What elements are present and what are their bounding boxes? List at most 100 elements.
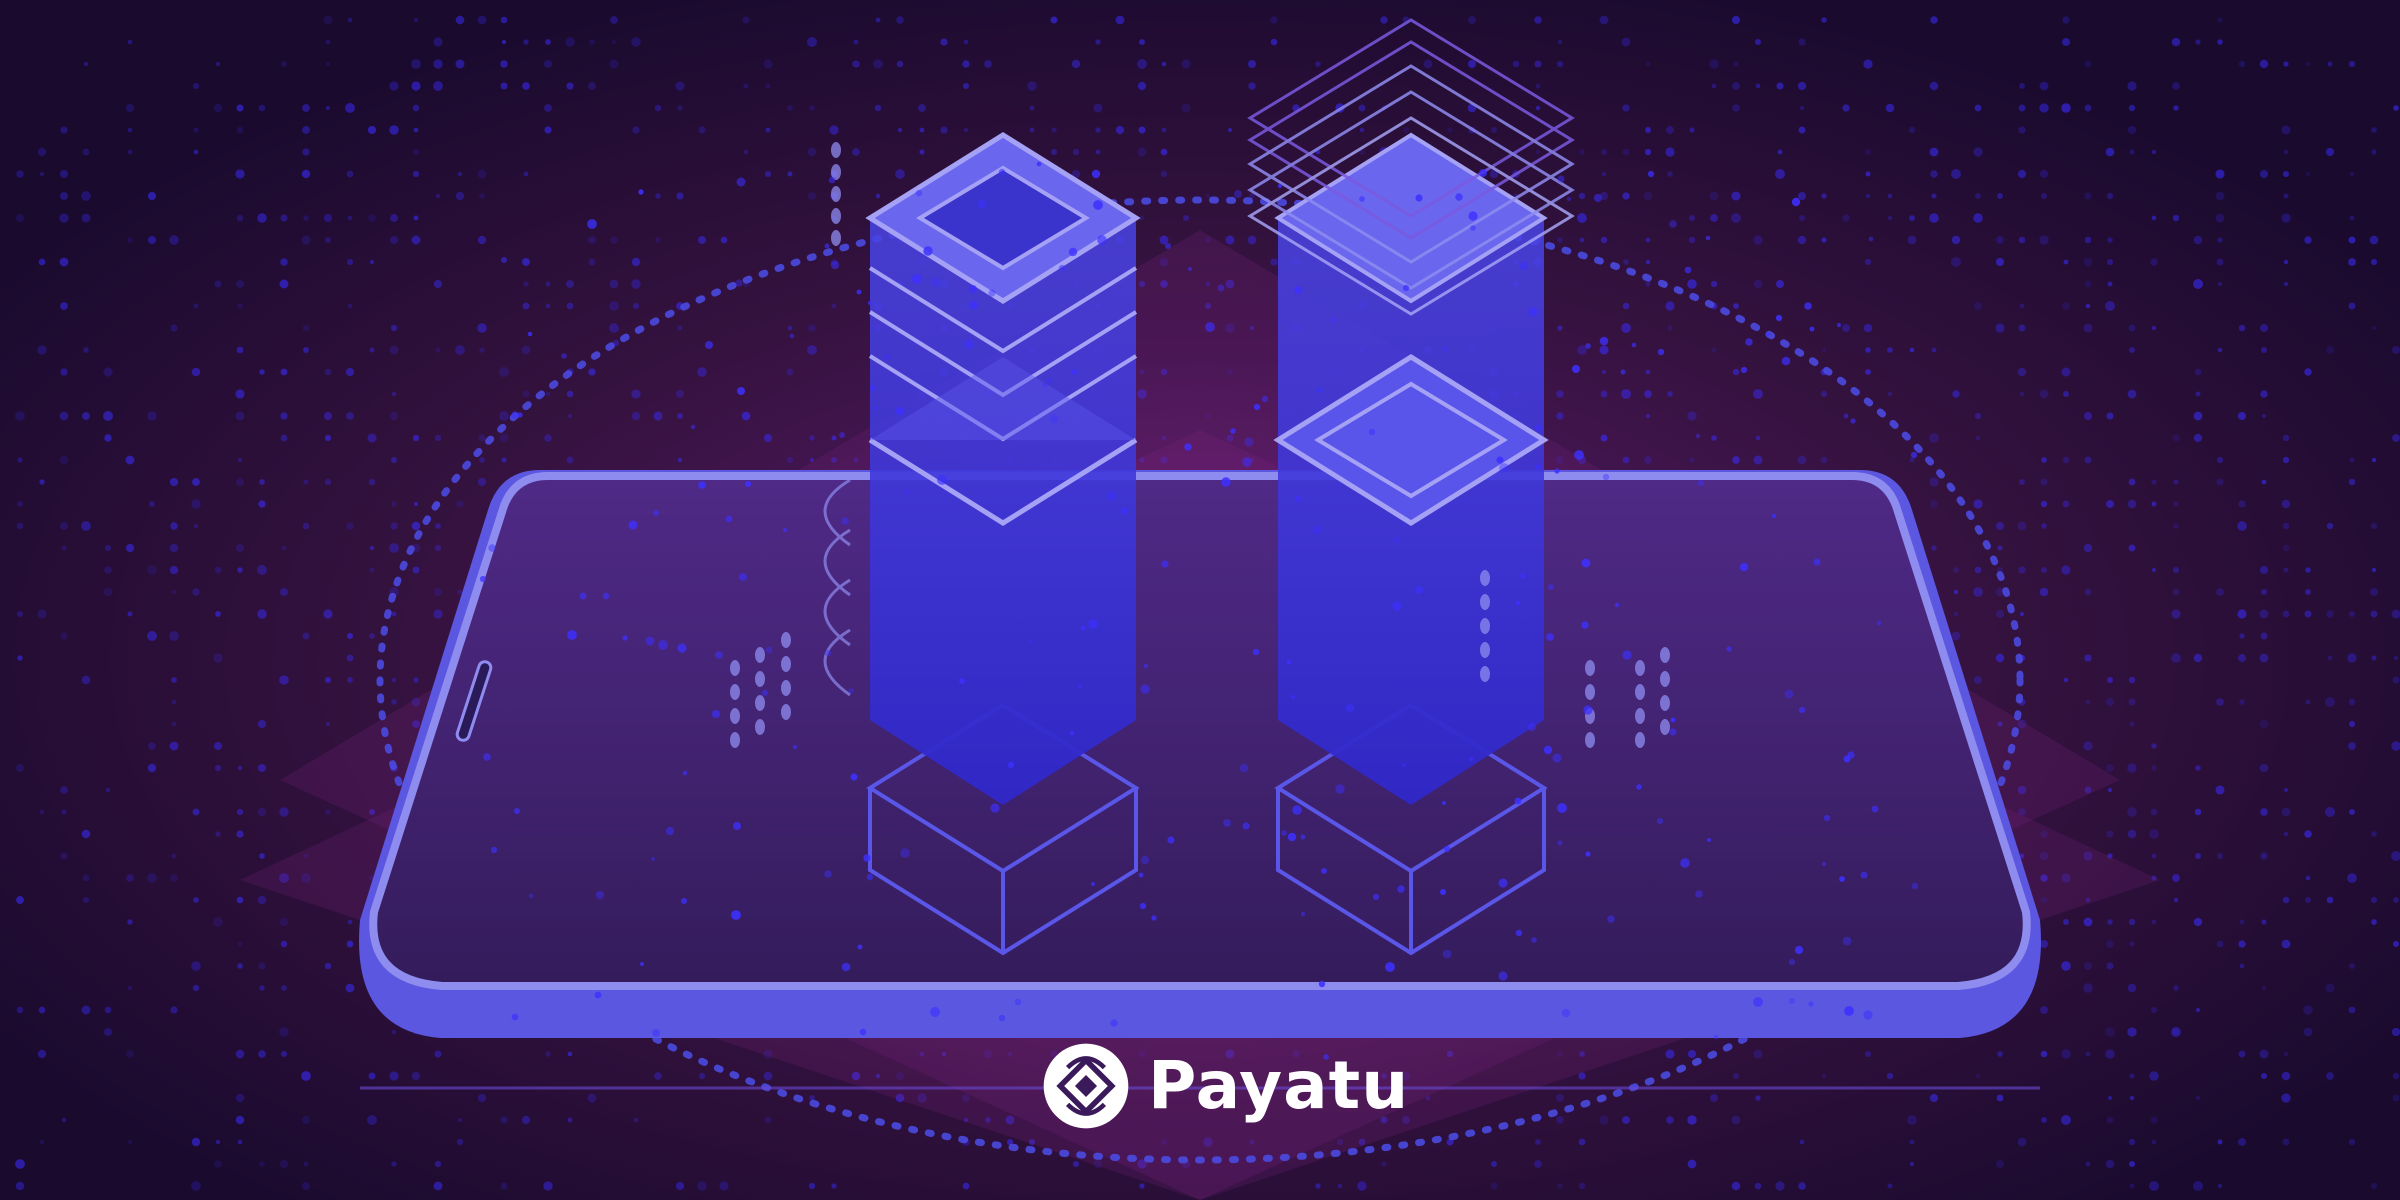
matrix-dot bbox=[214, 280, 222, 288]
matrix-dot bbox=[258, 1050, 266, 1058]
glow-dot bbox=[1531, 937, 1537, 943]
matrix-dot bbox=[1557, 1183, 1563, 1189]
matrix-dot bbox=[1534, 1160, 1542, 1168]
matrix-dot bbox=[588, 82, 596, 90]
matrix-dot bbox=[2348, 236, 2356, 244]
matrix-dot bbox=[2129, 1095, 2135, 1101]
glow-dot bbox=[1739, 562, 1749, 572]
matrix-dot bbox=[37, 609, 47, 619]
glow-dot-overlay bbox=[479, 161, 1919, 1060]
matrix-dot bbox=[500, 1116, 508, 1124]
matrix-dot bbox=[1973, 213, 1983, 223]
matrix-dot bbox=[2193, 653, 2203, 663]
matrix-dot bbox=[171, 853, 177, 859]
matrix-dot bbox=[1139, 39, 1145, 45]
matrix-dot bbox=[2216, 478, 2224, 486]
matrix-dot bbox=[1929, 1093, 1939, 1103]
matrix-dot bbox=[2215, 169, 2225, 179]
glow-dot bbox=[1239, 763, 1249, 773]
glow-dot bbox=[567, 630, 577, 640]
matrix-dot bbox=[1974, 566, 1982, 574]
matrix-dot bbox=[2105, 1159, 2115, 1169]
matrix-dot bbox=[59, 191, 69, 201]
matrix-dot bbox=[301, 873, 311, 883]
glow-dot bbox=[1809, 326, 1815, 332]
glow-dot bbox=[1636, 784, 1642, 790]
matrix-dot bbox=[2040, 874, 2048, 882]
matrix-dot bbox=[1887, 215, 1893, 221]
decorative-ellipse bbox=[1635, 708, 1645, 724]
matrix-dot bbox=[1095, 149, 1101, 155]
matrix-dot bbox=[852, 148, 860, 156]
matrix-dot bbox=[2083, 411, 2093, 421]
matrix-dot bbox=[2084, 60, 2092, 68]
matrix-dot bbox=[1028, 1138, 1036, 1146]
glow-dot bbox=[964, 339, 974, 349]
matrix-dot bbox=[1732, 1072, 1740, 1080]
matrix-dot bbox=[2173, 479, 2179, 485]
matrix-dot bbox=[2195, 39, 2201, 45]
matrix-dot bbox=[2261, 1073, 2267, 1079]
matrix-dot bbox=[1930, 500, 1938, 508]
matrix-dot bbox=[324, 368, 332, 376]
glow-dot bbox=[969, 300, 979, 310]
glow-dot bbox=[848, 688, 854, 694]
glow-dot bbox=[824, 243, 830, 249]
matrix-dot bbox=[1820, 456, 1828, 464]
phone-side-button bbox=[455, 660, 493, 742]
glow-dot bbox=[1368, 428, 1376, 436]
matrix-dot bbox=[171, 589, 177, 595]
matrix-dot bbox=[1711, 83, 1717, 89]
matrix-dot bbox=[587, 1093, 597, 1103]
matrix-dot bbox=[2283, 787, 2289, 793]
glow-dot bbox=[1581, 621, 1589, 629]
matrix-dot bbox=[303, 1161, 309, 1167]
matrix-dot bbox=[809, 457, 815, 463]
glow-dot bbox=[1470, 225, 1476, 231]
matrix-dot bbox=[1886, 1072, 1894, 1080]
matrix-dot bbox=[632, 126, 640, 134]
matrix-dot bbox=[1358, 1138, 1366, 1146]
glow-dot bbox=[1821, 861, 1827, 867]
matrix-dot bbox=[1557, 325, 1563, 331]
matrix-dot bbox=[675, 81, 685, 91]
matrix-dot bbox=[653, 411, 663, 421]
matrix-dot bbox=[545, 1051, 551, 1057]
matrix-dot bbox=[2217, 237, 2223, 243]
glow-dot bbox=[1217, 284, 1225, 292]
matrix-dot bbox=[2259, 719, 2269, 729]
matrix-dot bbox=[2085, 303, 2091, 309]
matrix-dot bbox=[1225, 279, 1235, 289]
glow-dot bbox=[1669, 220, 1677, 228]
matrix-dot bbox=[2349, 963, 2355, 969]
matrix-dot bbox=[125, 455, 135, 465]
matrix-dot bbox=[2063, 391, 2069, 397]
matrix-dot bbox=[15, 411, 25, 421]
matrix-dot bbox=[281, 545, 287, 551]
matrix-dot bbox=[2305, 875, 2311, 881]
matrix-dot bbox=[1732, 368, 1740, 376]
matrix-dot bbox=[1929, 147, 1939, 157]
glow-dot bbox=[1695, 890, 1703, 898]
matrix-dot bbox=[1205, 281, 1211, 287]
matrix-dot bbox=[2151, 919, 2157, 925]
matrix-dot bbox=[2018, 126, 2026, 134]
matrix-dot bbox=[1160, 280, 1168, 288]
matrix-dot bbox=[456, 500, 464, 508]
matrix-dot bbox=[235, 1115, 245, 1125]
matrix-dot bbox=[369, 633, 375, 639]
matrix-dot bbox=[433, 609, 443, 619]
matrix-dot bbox=[1402, 126, 1410, 134]
glow-dot bbox=[990, 803, 1000, 813]
matrix-dot bbox=[1337, 1183, 1343, 1189]
matrix-dot bbox=[1865, 171, 1871, 177]
matrix-dot bbox=[2348, 742, 2356, 750]
glow-dot bbox=[1120, 507, 1128, 515]
matrix-dot bbox=[103, 411, 113, 421]
matrix-dot bbox=[171, 721, 177, 727]
glow-dot bbox=[1713, 1034, 1719, 1040]
matrix-dot bbox=[2083, 323, 2093, 333]
matrix-dot bbox=[2039, 169, 2049, 179]
glow-dot bbox=[1205, 322, 1215, 332]
glow-dot bbox=[1042, 382, 1048, 388]
